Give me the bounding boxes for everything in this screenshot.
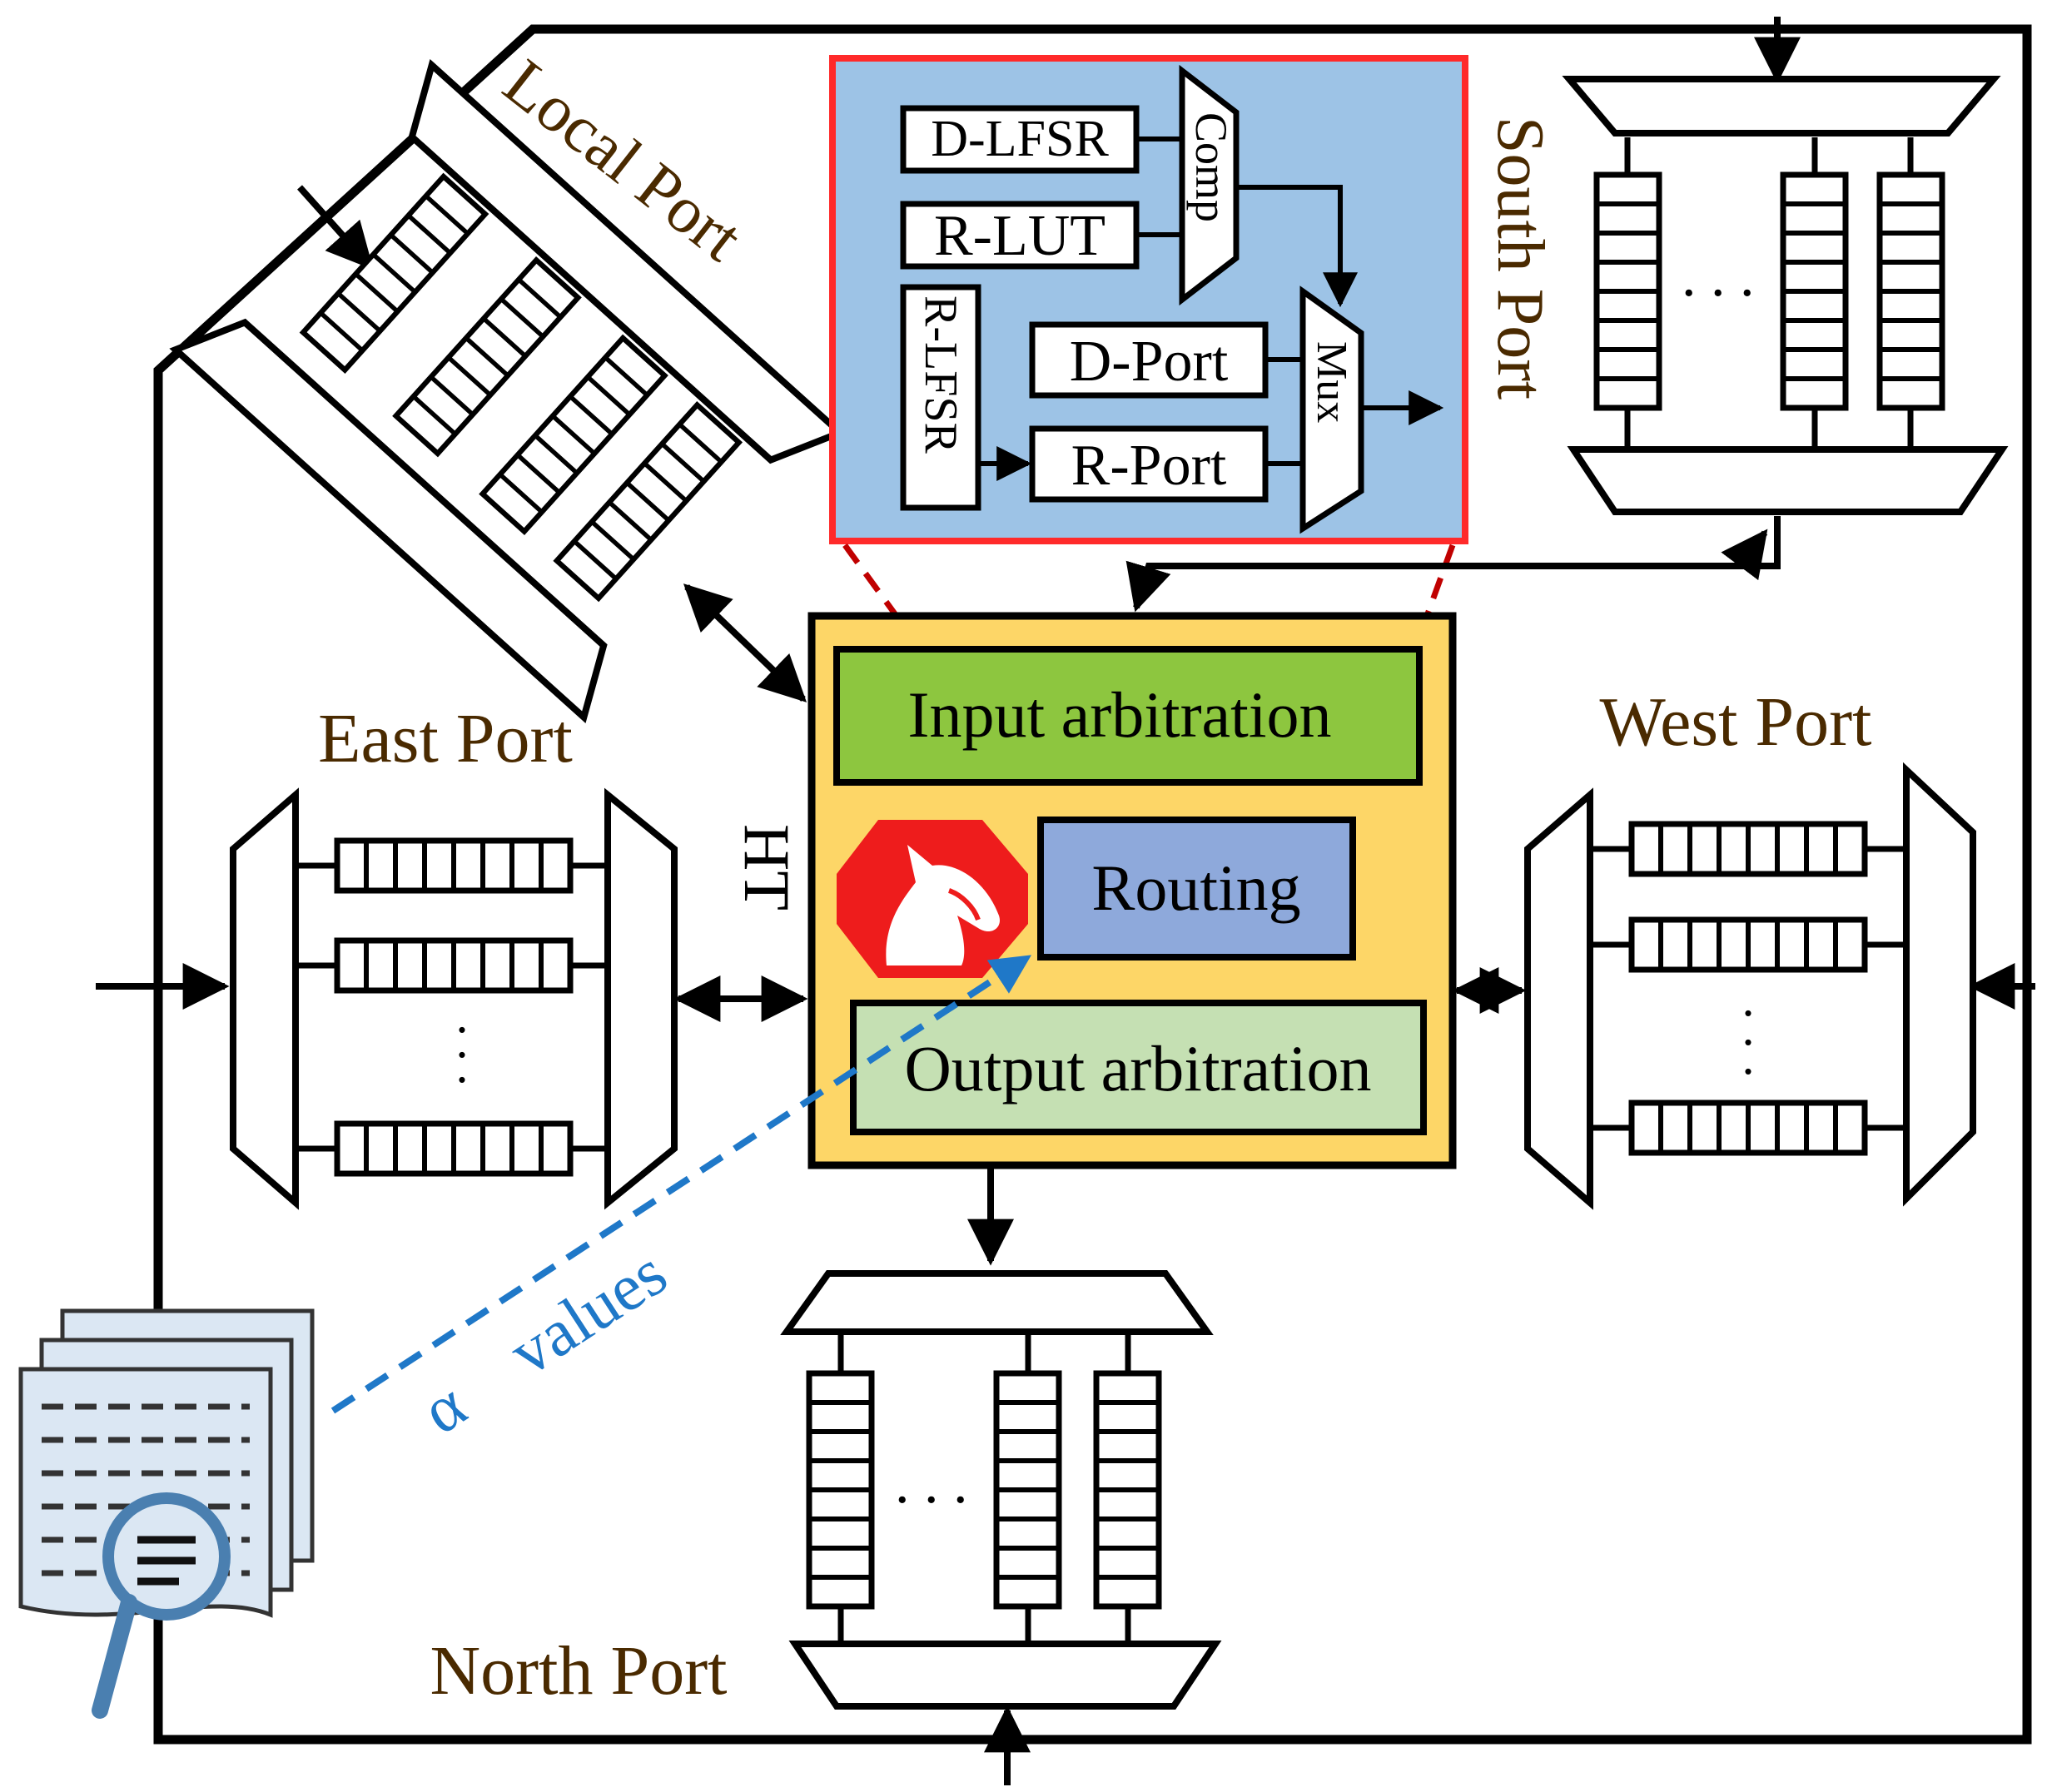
comp-block <box>1179 64 1240 306</box>
d-lfsr-label: D-LFSR <box>931 111 1109 167</box>
svg-text:.: . <box>456 1013 469 1068</box>
east-port-label: East Port <box>318 700 573 777</box>
svg-text:. . .: . . . <box>1682 245 1755 309</box>
local-input-line <box>297 185 374 271</box>
input-arbitration-block <box>833 646 1423 786</box>
r-lfsr-label: R-LFSR <box>915 295 966 454</box>
alpha-values-link <box>330 954 1032 1414</box>
alpha-values-label: values <box>497 1236 679 1390</box>
ht-label: HT <box>731 824 803 911</box>
south-port-label: South Port <box>1483 117 1557 400</box>
input-arbitration-label: Input arbitration <box>907 678 1331 751</box>
horse-trojan-icon <box>837 820 1028 978</box>
west-port: . . . <box>1524 762 1976 1210</box>
r-port-label: R-Port <box>1071 434 1227 498</box>
r-lut-label: R-LUT <box>934 204 1105 268</box>
north-port-label: North Port <box>430 1632 728 1710</box>
output-arbitration-block <box>850 1000 1427 1135</box>
svg-text:.: . <box>1742 1000 1755 1055</box>
svg-text:.: . <box>456 988 469 1043</box>
output-arbitration-label: Output arbitration <box>904 1032 1371 1104</box>
mux-label: Mux <box>1308 341 1355 423</box>
trojan-detail-box: D-LFSR R-LUT R-LFSR D-Port R-Port Comp M… <box>829 55 1468 544</box>
svg-text:.: . <box>1742 1030 1755 1085</box>
svg-text:. . .: . . . <box>895 1452 968 1516</box>
document-search-icon <box>18 1308 315 1719</box>
west-port-label: West Port <box>1600 683 1872 761</box>
svg-text:.: . <box>1742 971 1755 1026</box>
d-port-label: D-Port <box>1070 330 1229 394</box>
comp-label: Comp <box>1186 112 1236 222</box>
r-lfsr-block <box>900 284 981 511</box>
south-port: . . . <box>1562 76 2009 515</box>
svg-text:.: . <box>456 1038 469 1093</box>
local-router-link <box>683 583 807 702</box>
mux-block <box>1299 285 1364 534</box>
east-port: . . . <box>230 787 678 1210</box>
south-router-link <box>1125 516 1781 613</box>
routing-label: Routing <box>1091 851 1300 924</box>
alpha-symbol: α <box>410 1368 479 1448</box>
local-port <box>169 58 847 724</box>
routing-block <box>1037 817 1356 961</box>
outer-frame <box>153 24 2032 1745</box>
north-port: . . . <box>780 1270 1222 1710</box>
